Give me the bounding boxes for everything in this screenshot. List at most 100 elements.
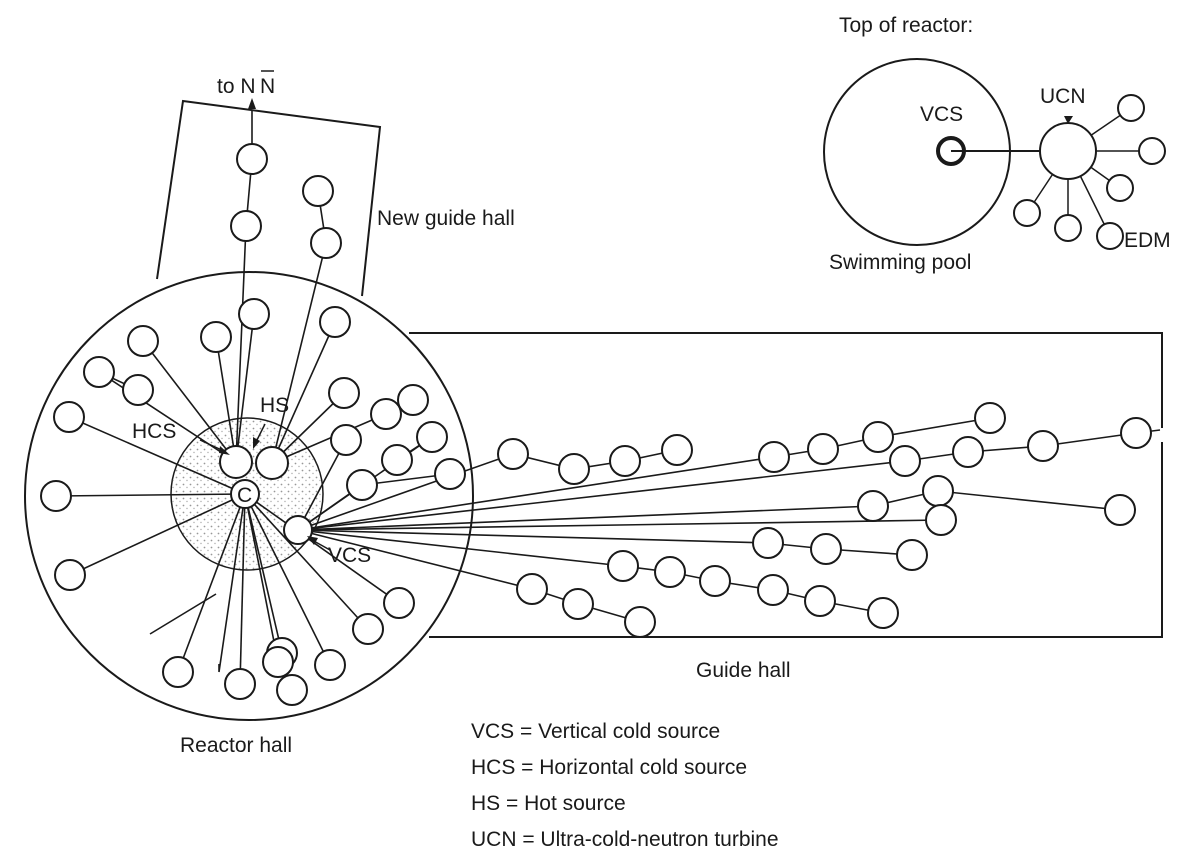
ucn-stations <box>1013 94 1166 250</box>
neutron-guide-line <box>218 493 246 673</box>
instrument-station <box>238 298 270 330</box>
instrument-station <box>807 433 839 465</box>
instrument-stations <box>40 143 1152 706</box>
instrument-station <box>558 453 590 485</box>
nbar-label: N <box>260 75 275 98</box>
reactor-hall-circle <box>24 271 474 721</box>
legend-item-vcs: VCS = Vertical cold source <box>471 720 720 743</box>
instrument-station <box>758 441 790 473</box>
neutron-guide-line <box>69 493 246 576</box>
core-source <box>230 479 260 509</box>
ucn-instrument-station <box>1096 222 1124 250</box>
neutron-guide-line <box>68 416 246 495</box>
instrument-station <box>127 325 159 357</box>
instrument-station <box>699 565 731 597</box>
instrument-station <box>922 475 954 507</box>
new-guide-hall-outline <box>156 99 382 297</box>
neutron-guide-line <box>142 340 237 463</box>
instrument-station <box>40 480 72 512</box>
instrument-station <box>925 504 957 536</box>
instrument-station <box>162 656 194 688</box>
ucn-instrument-station <box>1054 214 1082 242</box>
instrument-station <box>381 444 413 476</box>
instrument-station <box>661 434 693 466</box>
neutron-guide-line <box>244 493 369 630</box>
instrument-station <box>562 588 594 620</box>
guide-hall-outline-bottom <box>429 442 1163 638</box>
instrument-station <box>53 401 85 433</box>
instrument-station <box>352 613 384 645</box>
guide-hall-outline-top <box>409 332 1163 428</box>
ucn-instrument-station <box>1106 174 1134 202</box>
instrument-station <box>889 445 921 477</box>
hs-arrowhead <box>253 437 260 449</box>
ucn-spokes <box>1026 107 1152 237</box>
ucn-arrow <box>1064 116 1073 124</box>
swimming-pool-label: Swimming pool <box>829 251 971 274</box>
instrument-station <box>1120 417 1152 449</box>
instrument-station <box>310 227 342 259</box>
instrument-station <box>319 306 351 338</box>
instrument-station <box>330 424 362 456</box>
neutron-guide-line <box>215 336 237 463</box>
instrument-station <box>804 585 836 617</box>
source-arrows <box>199 423 331 551</box>
instrument-station <box>654 556 686 588</box>
hs-source <box>255 446 289 480</box>
instrument-station <box>974 402 1006 434</box>
to-nn-label: to N <box>217 75 256 98</box>
hcs-label: HCS <box>132 420 176 443</box>
new-guide-hall-label: New guide hall <box>377 207 515 230</box>
neutron-guide-line <box>55 493 246 497</box>
ucn-label: UCN <box>1040 85 1086 108</box>
edm-label: EDM <box>1124 229 1171 252</box>
instrument-station <box>867 597 899 629</box>
instrument-station <box>328 377 360 409</box>
top-of-reactor-inset: Top of reactor: VCS UCN EDM Swimming poo… <box>823 14 1171 274</box>
instrument-station <box>200 321 232 353</box>
hcs-arrowhead <box>219 446 230 455</box>
vcs-arrowhead <box>307 536 318 545</box>
instrument-station <box>752 527 784 559</box>
ucn-instrument-station <box>1117 94 1145 122</box>
instrument-station <box>54 559 86 591</box>
instrument-station <box>230 210 262 242</box>
instrument-station <box>346 469 378 501</box>
ucn-instrument-station <box>1013 199 1041 227</box>
hs-label: HS <box>260 394 289 417</box>
reactor-hall-label: Reactor hall <box>180 734 292 757</box>
instrument-station <box>952 436 984 468</box>
neutron-guide-line <box>297 529 641 623</box>
instrument-station <box>810 533 842 565</box>
instrument-station <box>434 458 466 490</box>
ucn-turbine <box>1039 122 1097 180</box>
neutron-guide-line <box>244 493 400 604</box>
vcs-top-label: VCS <box>920 103 963 126</box>
instrument-station <box>236 143 268 175</box>
vcs-source <box>283 515 313 545</box>
instrument-station <box>83 356 115 388</box>
guide-hall-label: Guide hall <box>696 659 791 682</box>
instrument-station <box>862 421 894 453</box>
neutron-guide-line <box>244 493 331 666</box>
neutron-guide-line <box>297 529 913 556</box>
instrument-station <box>383 587 415 619</box>
instrument-station <box>1027 430 1059 462</box>
instrument-station <box>757 574 789 606</box>
legend: VCS = Vertical cold source HCS = Horizon… <box>471 720 779 846</box>
instrument-station <box>607 550 639 582</box>
core-label: C <box>237 484 252 507</box>
neutron-guide-line <box>244 493 283 654</box>
instrument-station <box>262 646 294 678</box>
neutron-guide-line <box>297 490 1121 531</box>
instrument-station <box>497 438 529 470</box>
neutron-guide-line <box>235 313 255 463</box>
neutron-guide-line <box>297 439 347 531</box>
legend-item-ucn: UCN = Ultra-cold-neutron turbine <box>471 828 779 846</box>
instrument-station <box>609 445 641 477</box>
neutron-guide-line <box>177 493 246 673</box>
instrument-station <box>224 668 256 700</box>
instrument-station <box>302 175 334 207</box>
